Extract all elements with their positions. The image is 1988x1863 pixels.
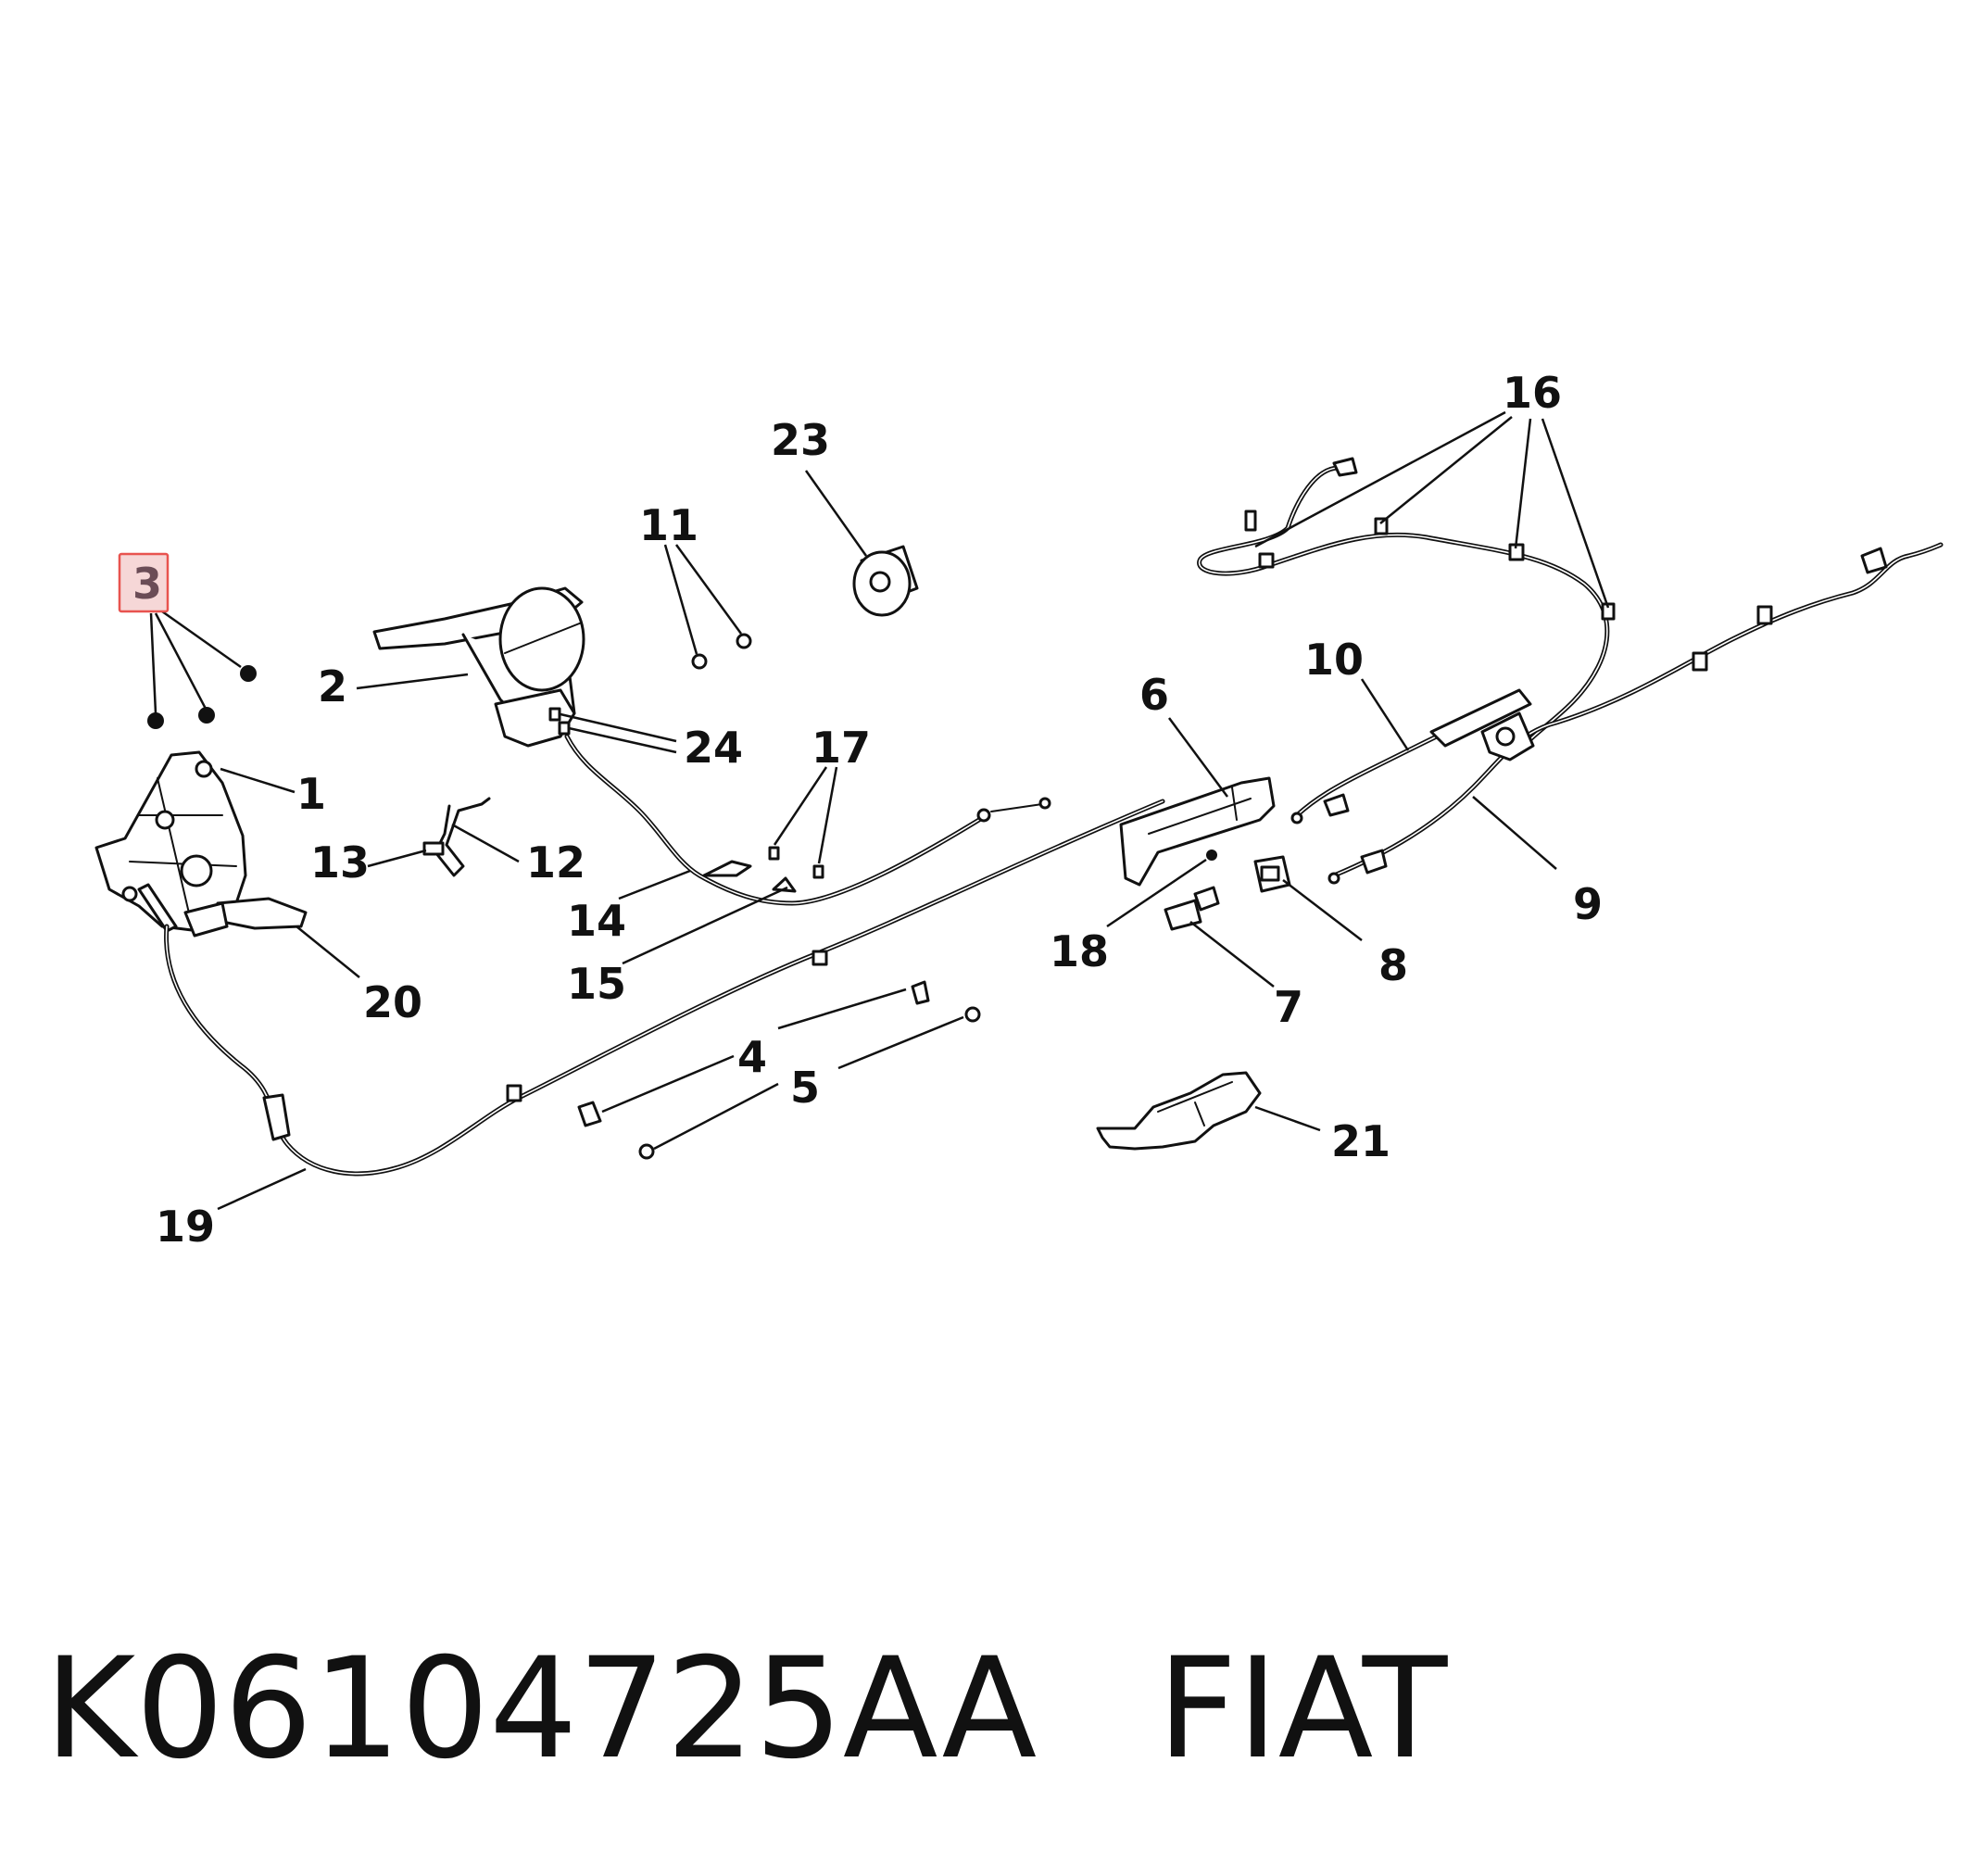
part-18-screw [1206,850,1217,861]
part-20-pedal-pad [183,897,308,938]
part-8-block [1253,855,1291,893]
part-23-bushing [852,545,919,617]
callout-11[interactable]: 11 [639,500,698,550]
callout-3[interactable]: 3 [132,559,162,609]
part-3-fasteners [147,665,257,729]
callout-labels: 3 1 2 24 23 11 13 12 14 15 17 20 19 4 5 … [132,368,1603,1252]
brand-name: FIAT [1157,1629,1448,1790]
equalizer-body [1480,711,1535,762]
callout-9[interactable]: 9 [1573,879,1603,929]
callout-4[interactable]: 4 [737,1032,767,1082]
callout-24[interactable]: 24 [684,723,743,773]
part-21-heat-shield [1096,1071,1262,1151]
callout-18[interactable]: 18 [1050,926,1109,976]
callout-5[interactable]: 5 [790,1063,820,1113]
callout-15[interactable]: 15 [567,959,626,1009]
callout-20[interactable]: 20 [363,977,422,1027]
cable-14-15-front-cable [564,734,1051,906]
cable-19-main-cable [164,799,1165,1177]
callout-1[interactable]: 1 [296,769,326,819]
part-2-handle-cover [372,586,585,748]
callout-16[interactable]: 16 [1503,368,1562,418]
callout-13[interactable]: 13 [310,837,370,887]
callout-8[interactable]: 8 [1378,940,1408,990]
cable-16-rear-upper [1197,457,1616,744]
part-4-5-retainers [577,980,981,1160]
callout-10[interactable]: 10 [1304,635,1364,685]
leader-lines [149,410,1610,1211]
cable-10-rear-left [1290,688,1532,825]
callout-23[interactable]: 23 [771,415,830,465]
callout-19[interactable]: 19 [156,1202,215,1252]
part-1-pedal-bracket [94,750,247,933]
part-number: K06104725AA [44,1629,1038,1790]
callout-7[interactable]: 7 [1274,982,1303,1032]
callout-6[interactable]: 6 [1139,670,1169,720]
part-6-bracket [1119,776,1276,887]
callout-2[interactable]: 2 [318,661,347,711]
part-12-13-strap-clip [422,797,491,877]
part-17-bolts [768,846,824,879]
callout-14[interactable]: 14 [567,896,626,946]
callout-17[interactable]: 17 [812,723,871,773]
callout-12[interactable]: 12 [526,837,585,887]
part-11-bolts [691,633,752,670]
highlight-box [118,552,170,613]
callout-21[interactable]: 21 [1331,1116,1390,1166]
cable-9-rear-right [1327,542,1944,885]
